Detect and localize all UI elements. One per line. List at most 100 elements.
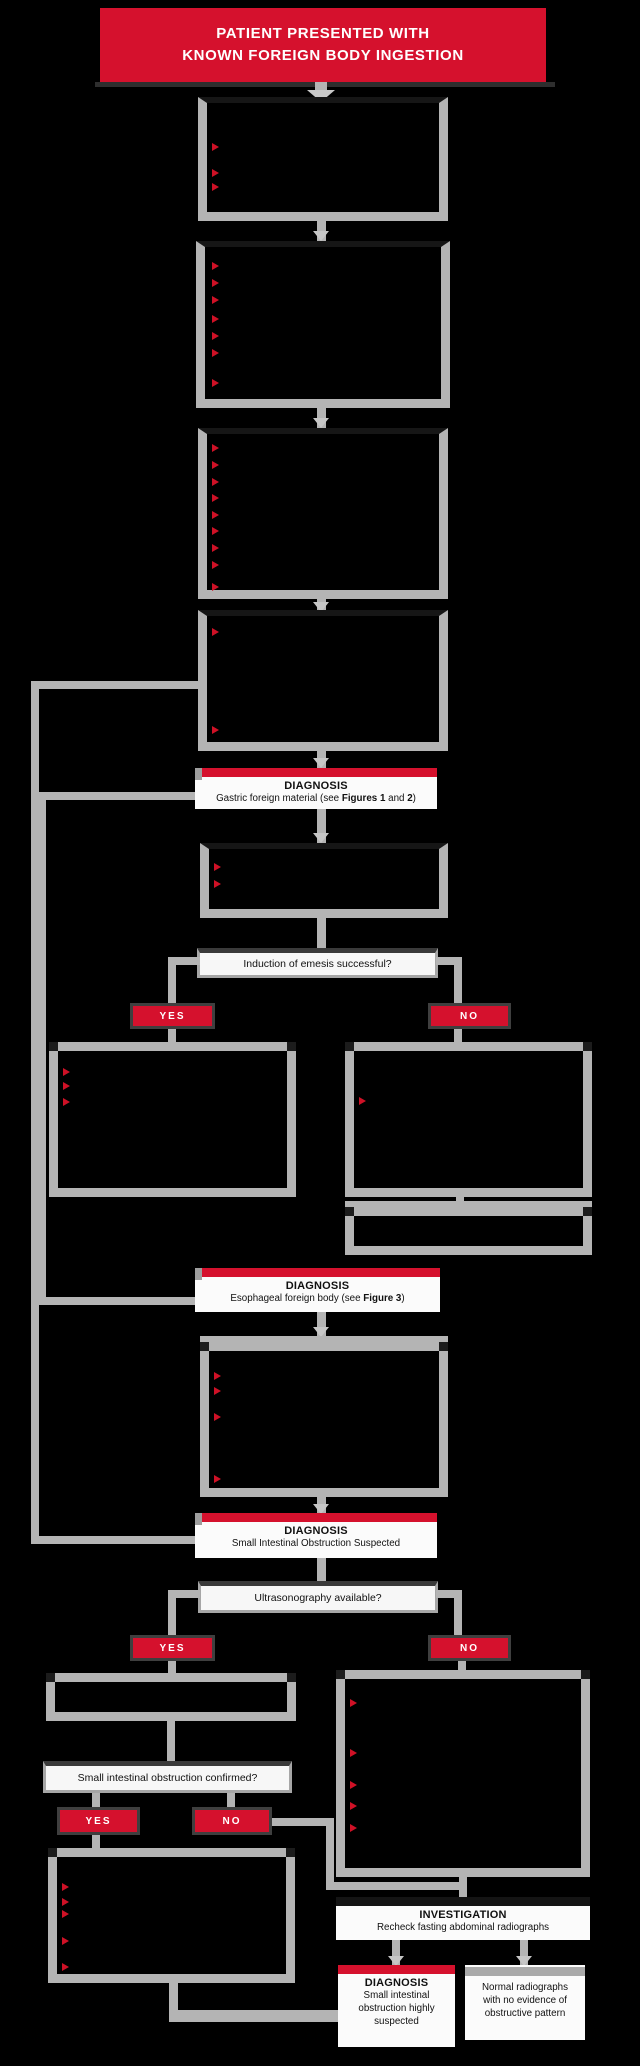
down-arrow-icon bbox=[313, 833, 329, 843]
corner-cap bbox=[195, 1268, 202, 1280]
bullet-arrow-icon bbox=[350, 1781, 357, 1789]
connector-line bbox=[436, 1590, 462, 1598]
header-banner: PATIENT PRESENTED WITH KNOWN FOREIGN BOD… bbox=[100, 8, 546, 82]
connector-line bbox=[454, 1590, 462, 1635]
corner-cap bbox=[195, 1513, 202, 1525]
emesis-no-result-box bbox=[345, 1201, 592, 1255]
connector-line bbox=[326, 1818, 334, 1890]
bullet-arrow-icon bbox=[214, 1413, 221, 1421]
emesis-no-box bbox=[345, 1042, 592, 1197]
diagnosis-subtitle: Gastric foreign material (see Figures 1 … bbox=[216, 793, 416, 804]
step-box-3 bbox=[198, 428, 448, 599]
bullet-arrow-icon bbox=[359, 1097, 366, 1105]
connector-line bbox=[317, 1558, 326, 1581]
emesis-treatment-box bbox=[200, 843, 448, 918]
connector-line bbox=[317, 1312, 326, 1336]
diagnosis-title: DIAGNOSIS bbox=[284, 1525, 348, 1537]
ultrasound-yes-box bbox=[46, 1673, 296, 1721]
investigation-subtitle: Recheck fasting abdominal radiographs bbox=[376, 1922, 550, 1933]
obstruction-yes-box bbox=[48, 1848, 295, 1983]
bullet-arrow-icon bbox=[63, 1082, 70, 1090]
bullet-arrow-icon bbox=[212, 444, 219, 452]
down-arrow-icon bbox=[313, 231, 329, 241]
connector-line bbox=[458, 1661, 466, 1670]
bullet-arrow-icon bbox=[214, 1387, 221, 1395]
bullet-arrow-icon bbox=[62, 1937, 69, 1945]
decision-obstruction-confirmed: Small intestinal obstruction confirmed? bbox=[43, 1761, 292, 1793]
connector-line bbox=[31, 681, 39, 1543]
normal-radiographs-box: Normal radiographs with no evidence of o… bbox=[465, 1965, 585, 2040]
investigation-box: INVESTIGATION Recheck fasting abdominal … bbox=[336, 1897, 590, 1940]
connector-line bbox=[38, 1297, 195, 1305]
bullet-arrow-icon bbox=[214, 863, 221, 871]
bullet-arrow-icon bbox=[62, 1963, 69, 1971]
diagnosis-subtitle: Esophageal foreign body (see Figure 3) bbox=[230, 1293, 405, 1304]
connector-line bbox=[272, 1818, 334, 1826]
gray-accent-bar bbox=[465, 1967, 585, 1976]
connector-line bbox=[167, 1721, 175, 1761]
header-line2: KNOWN FOREIGN BODY INGESTION bbox=[182, 47, 464, 64]
emesis-yes-box bbox=[49, 1042, 296, 1197]
bullet-arrow-icon bbox=[212, 296, 219, 304]
down-arrow-icon bbox=[313, 758, 329, 768]
bullet-arrow-icon bbox=[212, 527, 219, 535]
connector-line bbox=[92, 1793, 100, 1807]
connector-line bbox=[334, 1882, 464, 1890]
bullet-arrow-icon bbox=[212, 349, 219, 357]
bullet-arrow-icon bbox=[212, 279, 219, 287]
connector-line bbox=[317, 809, 326, 843]
connector-line bbox=[169, 2010, 338, 2022]
bullet-arrow-icon bbox=[212, 494, 219, 502]
result-line: obstructive pattern bbox=[484, 2008, 566, 2020]
step-box-4 bbox=[198, 610, 448, 751]
red-accent-bar bbox=[195, 768, 437, 777]
connector-line bbox=[317, 918, 326, 948]
bullet-arrow-icon bbox=[214, 880, 221, 888]
bullet-arrow-icon bbox=[212, 478, 219, 486]
bullet-arrow-icon bbox=[214, 1475, 221, 1483]
connector-line bbox=[168, 957, 176, 1004]
result-line: Normal radiographs bbox=[481, 1982, 569, 1993]
diagnosis-line: Small intestinal bbox=[363, 1990, 430, 2001]
connector-line bbox=[38, 792, 195, 800]
down-arrow-icon bbox=[388, 1956, 404, 1966]
connector-line bbox=[172, 1590, 200, 1598]
bullet-arrow-icon bbox=[212, 183, 219, 191]
yes-chip-2: YES bbox=[130, 1635, 215, 1661]
investigation-title: INVESTIGATION bbox=[419, 1909, 507, 1921]
decision-induction-emesis: Induction of emesis successful? bbox=[197, 948, 438, 978]
bullet-arrow-icon bbox=[212, 332, 219, 340]
bullet-arrow-icon bbox=[212, 315, 219, 323]
connector-line bbox=[459, 1877, 467, 1903]
bullet-arrow-icon bbox=[212, 628, 219, 636]
red-accent-bar bbox=[338, 1965, 455, 1974]
yes-chip-3: YES bbox=[57, 1807, 140, 1835]
connector-line bbox=[520, 1940, 528, 1965]
step-box-2 bbox=[196, 241, 450, 408]
diagnosis-gastric-box: DIAGNOSIS Gastric foreign material (see … bbox=[195, 768, 437, 809]
esophageal-treatment-box bbox=[200, 1336, 448, 1497]
bullet-arrow-icon bbox=[350, 1699, 357, 1707]
connector-line bbox=[454, 957, 462, 1004]
decision-ultrasonography: Ultrasonography available? bbox=[198, 1581, 438, 1613]
bullet-arrow-icon bbox=[62, 1883, 69, 1891]
question-text: Induction of emesis successful? bbox=[243, 958, 392, 970]
diagnosis-title: DIAGNOSIS bbox=[364, 1977, 429, 1989]
no-chip-1: NO bbox=[428, 1003, 511, 1029]
bullet-arrow-icon bbox=[350, 1802, 357, 1810]
red-accent-bar bbox=[195, 1513, 437, 1522]
result-line: with no evidence of bbox=[483, 1995, 567, 2007]
connector-line bbox=[31, 1536, 195, 1544]
diagnosis-title: DIAGNOSIS bbox=[284, 780, 348, 792]
diagnosis-subtitle: Small Intestinal Obstruction Suspected bbox=[231, 1538, 401, 1549]
connector-line bbox=[38, 792, 46, 1305]
bullet-arrow-icon bbox=[212, 544, 219, 552]
no-chip-3: NO bbox=[192, 1807, 272, 1835]
connector-line bbox=[168, 1029, 176, 1042]
connector-line bbox=[168, 1661, 176, 1673]
yes-chip-1: YES bbox=[130, 1003, 215, 1029]
down-arrow-icon bbox=[516, 1956, 532, 1966]
bullet-arrow-icon bbox=[212, 379, 219, 387]
bullet-arrow-icon bbox=[62, 1910, 69, 1918]
diagnosis-title: DIAGNOSIS bbox=[285, 1280, 350, 1292]
